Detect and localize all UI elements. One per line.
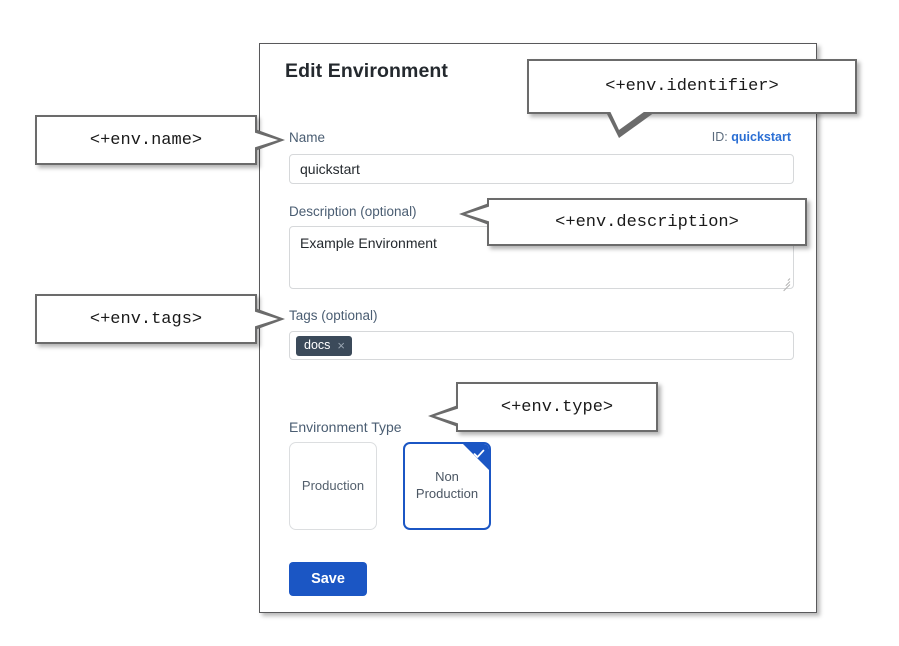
page-title: Edit Environment xyxy=(285,60,449,82)
callout-env-name: <+env.name> xyxy=(35,115,285,165)
name-field-label: Name xyxy=(289,130,326,145)
tags-field-label: Tags (optional) xyxy=(289,308,378,323)
tag-remove-icon[interactable]: × xyxy=(337,337,345,353)
environment-type-label: Environment Type xyxy=(289,419,402,435)
env-type-card-production-label: Production xyxy=(301,477,365,493)
callout-env-type: <+env.type> xyxy=(428,382,658,432)
description-field-label: Description (optional) xyxy=(289,204,417,219)
environment-type-options: Production Non Production xyxy=(289,442,491,530)
tags-input[interactable]: docs × xyxy=(289,331,794,360)
callout-env-description: <+env.description> xyxy=(459,198,807,246)
environment-id-row: ID: quickstart xyxy=(712,130,791,144)
selected-check-icon xyxy=(463,444,489,470)
tag-chip[interactable]: docs × xyxy=(296,335,352,356)
env-type-card-production[interactable]: Production xyxy=(289,442,377,530)
callout-env-identifier-text: <+env.identifier> xyxy=(605,77,779,96)
env-type-card-non-production-label: Non Production xyxy=(415,469,479,501)
callout-env-identifier: <+env.identifier> xyxy=(527,59,857,138)
callout-env-name-text: <+env.name> xyxy=(89,130,203,150)
callout-env-description-text: <+env.description> xyxy=(555,212,739,232)
save-button[interactable]: Save xyxy=(289,562,367,596)
callout-env-tags: <+env.tags> xyxy=(35,294,285,344)
callout-env-type-text: <+env.type> xyxy=(500,397,614,417)
env-type-card-non-production[interactable]: Non Production xyxy=(403,442,491,530)
environment-id-link[interactable]: quickstart xyxy=(731,130,791,144)
id-label: ID: xyxy=(711,130,728,144)
tag-chip-label: docs xyxy=(304,337,331,352)
edit-environment-panel: Edit Environment Name ID: quickstart Des… xyxy=(259,43,817,613)
name-input[interactable] xyxy=(289,154,794,184)
callout-env-tags-text: <+env.tags> xyxy=(89,309,203,329)
